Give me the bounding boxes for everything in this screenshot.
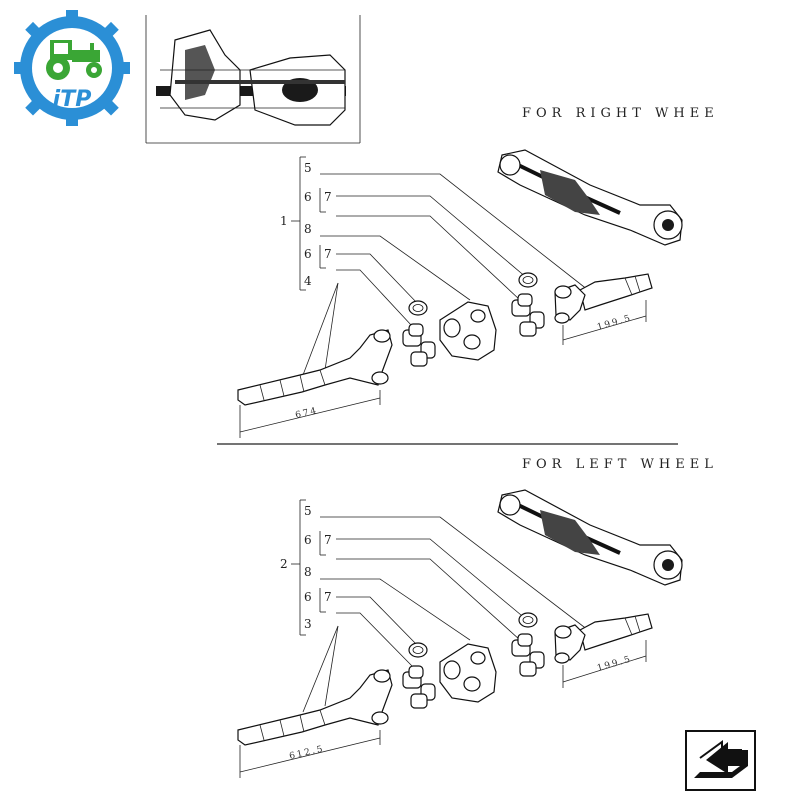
group-number: 1 (280, 214, 288, 228)
ref-label: 6 (304, 533, 312, 547)
ref-label: 8 (304, 222, 312, 236)
double-yoke-8 (439, 301, 497, 361)
next-page-arrow-icon[interactable] (685, 730, 756, 791)
ref-label: 6 (304, 190, 312, 204)
dimension-label: 612.5 (288, 744, 325, 762)
dimension-label: 199.5 (596, 313, 633, 332)
axle-reference-inset (145, 15, 361, 144)
universal-joint-cross (511, 633, 545, 677)
dimension-label: 199.5 (596, 654, 633, 673)
itp-logo: iTP (14, 10, 130, 126)
short-shaft-5 (554, 273, 653, 324)
ref-label: 5 (304, 161, 312, 175)
ref-label: 6 (304, 247, 312, 261)
long-shaft-3 (237, 669, 393, 746)
ref-label: 8 (304, 565, 312, 579)
long-shaft-4 (237, 329, 393, 406)
left-wheel-assembly: 2 5 6 7 8 6 7 3 (237, 489, 683, 778)
section-title-right: FOR RIGHT WHEE (522, 106, 719, 121)
logo-text: iTP (53, 87, 92, 112)
ref-label: 7 (324, 190, 332, 204)
double-yoke-8 (439, 643, 497, 703)
right-wheel-assembly: 1 5 6 7 8 6 7 4 (237, 149, 683, 438)
section-title-left: FOR LEFT WHEEL (522, 457, 718, 472)
ref-label: 7 (324, 247, 332, 261)
dimension-label: 674 (294, 406, 319, 421)
group-number: 2 (280, 557, 288, 571)
universal-joint-cross (402, 665, 436, 709)
ref-label: 4 (304, 274, 312, 288)
universal-joint-cross (402, 323, 436, 367)
tractor-gear-icon (46, 40, 102, 80)
axle-housing-illustration (497, 149, 683, 246)
ref-label: 3 (304, 617, 312, 631)
ref-label: 5 (304, 504, 312, 518)
axle-housing-illustration (497, 489, 683, 586)
short-shaft-5 (554, 613, 653, 664)
ref-label: 6 (304, 590, 312, 604)
ref-label: 7 (324, 533, 332, 547)
universal-joint-cross (511, 293, 545, 337)
ref-label: 7 (324, 590, 332, 604)
